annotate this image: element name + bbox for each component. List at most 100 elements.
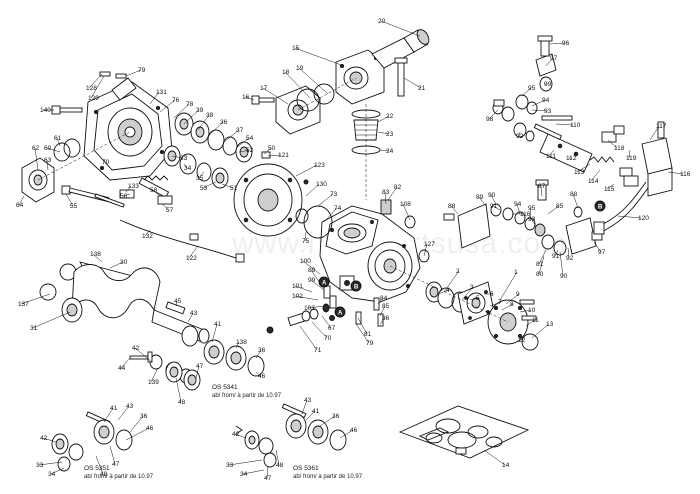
part-number-label: 74 <box>334 205 342 212</box>
leader-line <box>357 317 368 335</box>
leader-line <box>387 186 398 201</box>
part-number-label: 138 <box>90 251 101 258</box>
part-number-label: 61 <box>54 135 62 142</box>
leader-line <box>520 337 523 341</box>
part-number-label: 92 <box>566 255 574 262</box>
leader-line <box>183 163 188 169</box>
leader-line <box>50 467 65 475</box>
leader-line <box>576 163 591 173</box>
leader-line <box>519 309 532 313</box>
note-os5351-text: ab/ from/ à partir de 10.97 <box>84 474 154 480</box>
leader-line <box>649 125 660 141</box>
part-number-label: 62 <box>32 145 40 152</box>
leader-line <box>402 203 411 221</box>
part-number-label: 67 <box>328 325 336 332</box>
part-number-label: 79 <box>138 67 146 74</box>
leader-line <box>195 365 200 379</box>
part-number-label: 112 <box>566 155 577 162</box>
part-number-label: 97 <box>550 55 558 62</box>
leader-line <box>379 317 386 325</box>
part-number-label: 53 <box>200 185 208 192</box>
part-number-label: 3 <box>470 284 474 291</box>
housing-fittings <box>266 285 384 334</box>
leader-line <box>221 183 234 189</box>
leader-line <box>171 155 184 159</box>
part-number-label: 88 <box>570 191 578 198</box>
leader-line <box>95 455 104 475</box>
part-number-label: 47 <box>264 475 272 482</box>
part-number-label: 117 <box>656 123 667 130</box>
leader-line <box>572 193 579 209</box>
suction-flange-assembly <box>251 29 430 200</box>
leader-line <box>125 185 132 193</box>
leader-line <box>187 312 194 323</box>
bearing-set-os5361 <box>235 403 347 468</box>
leader-line <box>129 415 144 433</box>
leader-line <box>490 194 497 205</box>
part-number-label: 118 <box>614 145 625 152</box>
part-number-label: 130 <box>316 181 327 188</box>
part-number-label: 85 <box>556 203 564 210</box>
part-number-label: 91 <box>552 253 560 260</box>
leader-line <box>547 205 560 215</box>
leader-line <box>159 99 176 113</box>
leader-line <box>606 183 615 190</box>
part-number-label: 41 <box>214 321 222 328</box>
leader-line <box>319 415 336 427</box>
part-number-label: 133 <box>128 183 139 190</box>
part-number-label: 123 <box>314 162 325 169</box>
part-number-label: 41 <box>110 405 118 412</box>
leader-line <box>46 147 61 153</box>
part-number-label: 34 <box>48 471 56 478</box>
part-number-label: 70 <box>102 159 110 166</box>
leader-line <box>667 171 684 175</box>
leader-line <box>255 349 262 359</box>
part-number-label: 11 <box>532 317 539 324</box>
part-number-label: 120 <box>638 215 649 222</box>
part-number-label: 87 <box>538 183 546 190</box>
leader-line <box>617 215 642 219</box>
note-os5361-code: OS 5361 <box>293 465 319 472</box>
leader-line <box>34 147 39 171</box>
leader-line <box>478 196 487 207</box>
leader-line <box>538 255 545 275</box>
part-number-label: 34 <box>184 165 192 172</box>
leader-line <box>310 269 323 287</box>
part-number-label: 15 <box>292 45 300 52</box>
marker-a-upper: A <box>322 281 327 287</box>
part-number-label: 99 <box>308 277 316 284</box>
leader-line <box>521 87 532 97</box>
part-number-label: 52 <box>246 147 254 154</box>
part-number-label: 33 <box>180 155 188 162</box>
part-number-label: 20 <box>378 18 386 25</box>
leader-line <box>501 303 514 311</box>
part-number-label: 46 <box>350 427 358 434</box>
part-number-label: 89 <box>308 267 316 274</box>
leader-line <box>125 427 150 441</box>
part-number-label: 111 <box>546 153 556 160</box>
leader-line <box>469 297 480 301</box>
leader-line <box>518 131 521 137</box>
part-number-label: 88 <box>448 203 456 210</box>
part-number-label: 36 <box>332 413 340 420</box>
part-number-label: 99 <box>544 81 552 88</box>
leader-line <box>198 171 205 179</box>
leader-line <box>299 325 318 351</box>
leader-line <box>483 449 506 466</box>
leader-line <box>516 203 521 215</box>
part-number-label: 139 <box>148 379 159 386</box>
leader-line <box>294 295 319 301</box>
part-number-label: 116 <box>520 211 531 218</box>
part-number-label: 43 <box>304 397 312 404</box>
part-number-label: 78 <box>186 101 194 108</box>
part-number-label: 4 <box>446 287 450 294</box>
leader-line <box>298 67 329 95</box>
leader-line <box>437 289 450 295</box>
leader-line <box>120 357 131 369</box>
leader-line <box>42 437 57 443</box>
part-number-label: 90 <box>488 192 496 199</box>
capacity-regulator <box>404 179 603 263</box>
part-number-label: 8 <box>510 301 514 308</box>
part-number-label: 93 <box>528 216 536 223</box>
part-number-label: 42 <box>132 345 140 352</box>
